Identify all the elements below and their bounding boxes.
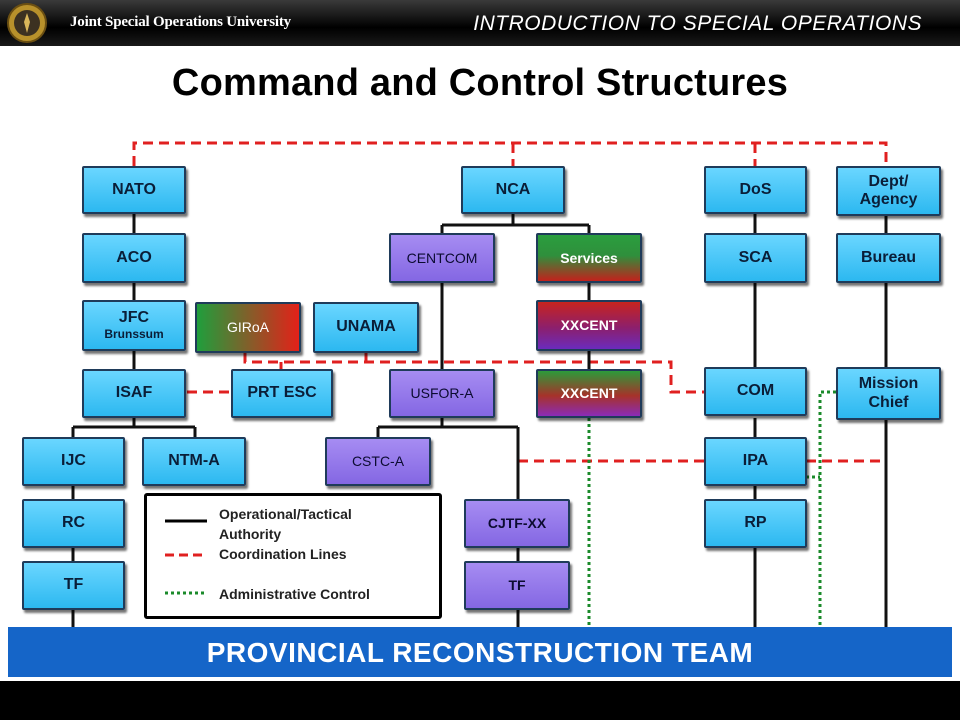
node-label: RC <box>61 514 86 532</box>
node-label: SCA <box>738 248 773 266</box>
node-jfc-brunssum: JFC Brunssum <box>82 300 186 351</box>
node-giroa: GIRoA <box>195 302 301 353</box>
node-ipa: IPA <box>704 437 807 486</box>
administrative-line-swatch <box>165 591 207 595</box>
node-aco: ACO <box>82 233 186 283</box>
node-label: CSTC-A <box>351 453 405 470</box>
node-com: COM <box>704 367 807 416</box>
node-label: RP <box>744 514 767 532</box>
node-cstc-a: CSTC-A <box>325 437 431 486</box>
coordination-line-swatch <box>165 553 207 557</box>
legend-coordination: Coordination Lines <box>219 546 347 562</box>
page-title: Command and Control Structures <box>171 62 789 104</box>
node-label: GIRoA <box>226 319 269 336</box>
node-label: PRT ESC <box>247 384 317 402</box>
node-label: TF <box>508 577 526 594</box>
node-rc: RC <box>22 499 125 548</box>
node-ntm-a: NTM-A <box>142 437 246 486</box>
node-label: COM <box>736 382 775 400</box>
node-xxcent-2: XXCENT <box>536 369 642 418</box>
node-label: Mission <box>858 375 919 393</box>
node-label-line-2: Chief <box>868 393 909 411</box>
university-name: Joint Special Operations University <box>70 14 291 30</box>
node-dos: DoS <box>704 166 807 214</box>
node-xxcent-1: XXCENT <box>536 300 642 351</box>
legend-administrative: Administrative Control <box>219 586 370 602</box>
node-dept-agency: Dept/ Agency <box>836 166 941 216</box>
node-label: DoS <box>739 180 772 198</box>
node-nato: NATO <box>82 166 186 214</box>
node-label: XXCENT <box>560 317 618 334</box>
administrative-lines <box>587 390 836 627</box>
node-services: Services <box>536 233 642 283</box>
node-label: NCA <box>495 180 531 198</box>
operational-line-swatch <box>165 519 207 523</box>
node-label: NTM-A <box>168 452 220 470</box>
node-label: ISAF <box>115 384 153 402</box>
node-label: UNAMA <box>336 318 396 336</box>
node-sca: SCA <box>704 233 807 283</box>
university-seal-icon <box>7 3 47 43</box>
node-rp: RP <box>704 499 807 548</box>
node-prt-esc: PRT ESC <box>231 369 333 418</box>
node-isaf: ISAF <box>82 369 186 418</box>
legend-operational-line-2: Authority <box>219 526 282 542</box>
node-nca: NCA <box>461 166 565 214</box>
node-label: Services <box>560 249 618 266</box>
node-tf-mid: TF <box>464 561 570 610</box>
header-bar: Joint Special Operations University INTR… <box>0 0 960 46</box>
node-label: CENTCOM <box>406 249 478 266</box>
node-label: USFOR-A <box>410 385 474 402</box>
node-tf-left: TF <box>22 561 125 610</box>
node-label: CJTF-XX <box>487 515 547 532</box>
node-label: ACO <box>116 248 152 266</box>
node-unama: UNAMA <box>313 302 419 353</box>
course-title: INTRODUCTION TO SPECIAL OPERATIONS <box>473 12 922 35</box>
node-label: IPA <box>742 452 769 470</box>
node-sublabel: Brunssum <box>104 326 164 341</box>
node-label-line-2: Agency <box>859 191 918 208</box>
node-usfor-a: USFOR-A <box>389 369 495 418</box>
node-centcom: CENTCOM <box>389 233 495 283</box>
node-label: NATO <box>112 180 156 198</box>
legend: Operational/Tactical Authority Coordinat… <box>144 493 442 619</box>
node-label: IJC <box>61 452 86 470</box>
node-ijc: IJC <box>22 437 125 486</box>
footer-bar <box>0 681 960 720</box>
node-bureau: Bureau <box>836 233 941 283</box>
node-label: Dept/ <box>868 172 909 190</box>
node-label: XXCENT <box>560 385 618 402</box>
operational-lines <box>71 214 888 627</box>
legend-operational: Operational/Tactical <box>219 506 352 522</box>
node-cjtf-xx: CJTF-XX <box>464 499 570 548</box>
node-mission-chief: Mission Chief <box>836 367 941 420</box>
prt-banner: PROVINCIAL RECONSTRUCTION TEAM <box>8 627 952 677</box>
node-label: TF <box>63 576 84 594</box>
coordination-lines <box>132 141 888 463</box>
node-label: Bureau <box>860 248 917 266</box>
node-label: JFC <box>118 309 150 327</box>
